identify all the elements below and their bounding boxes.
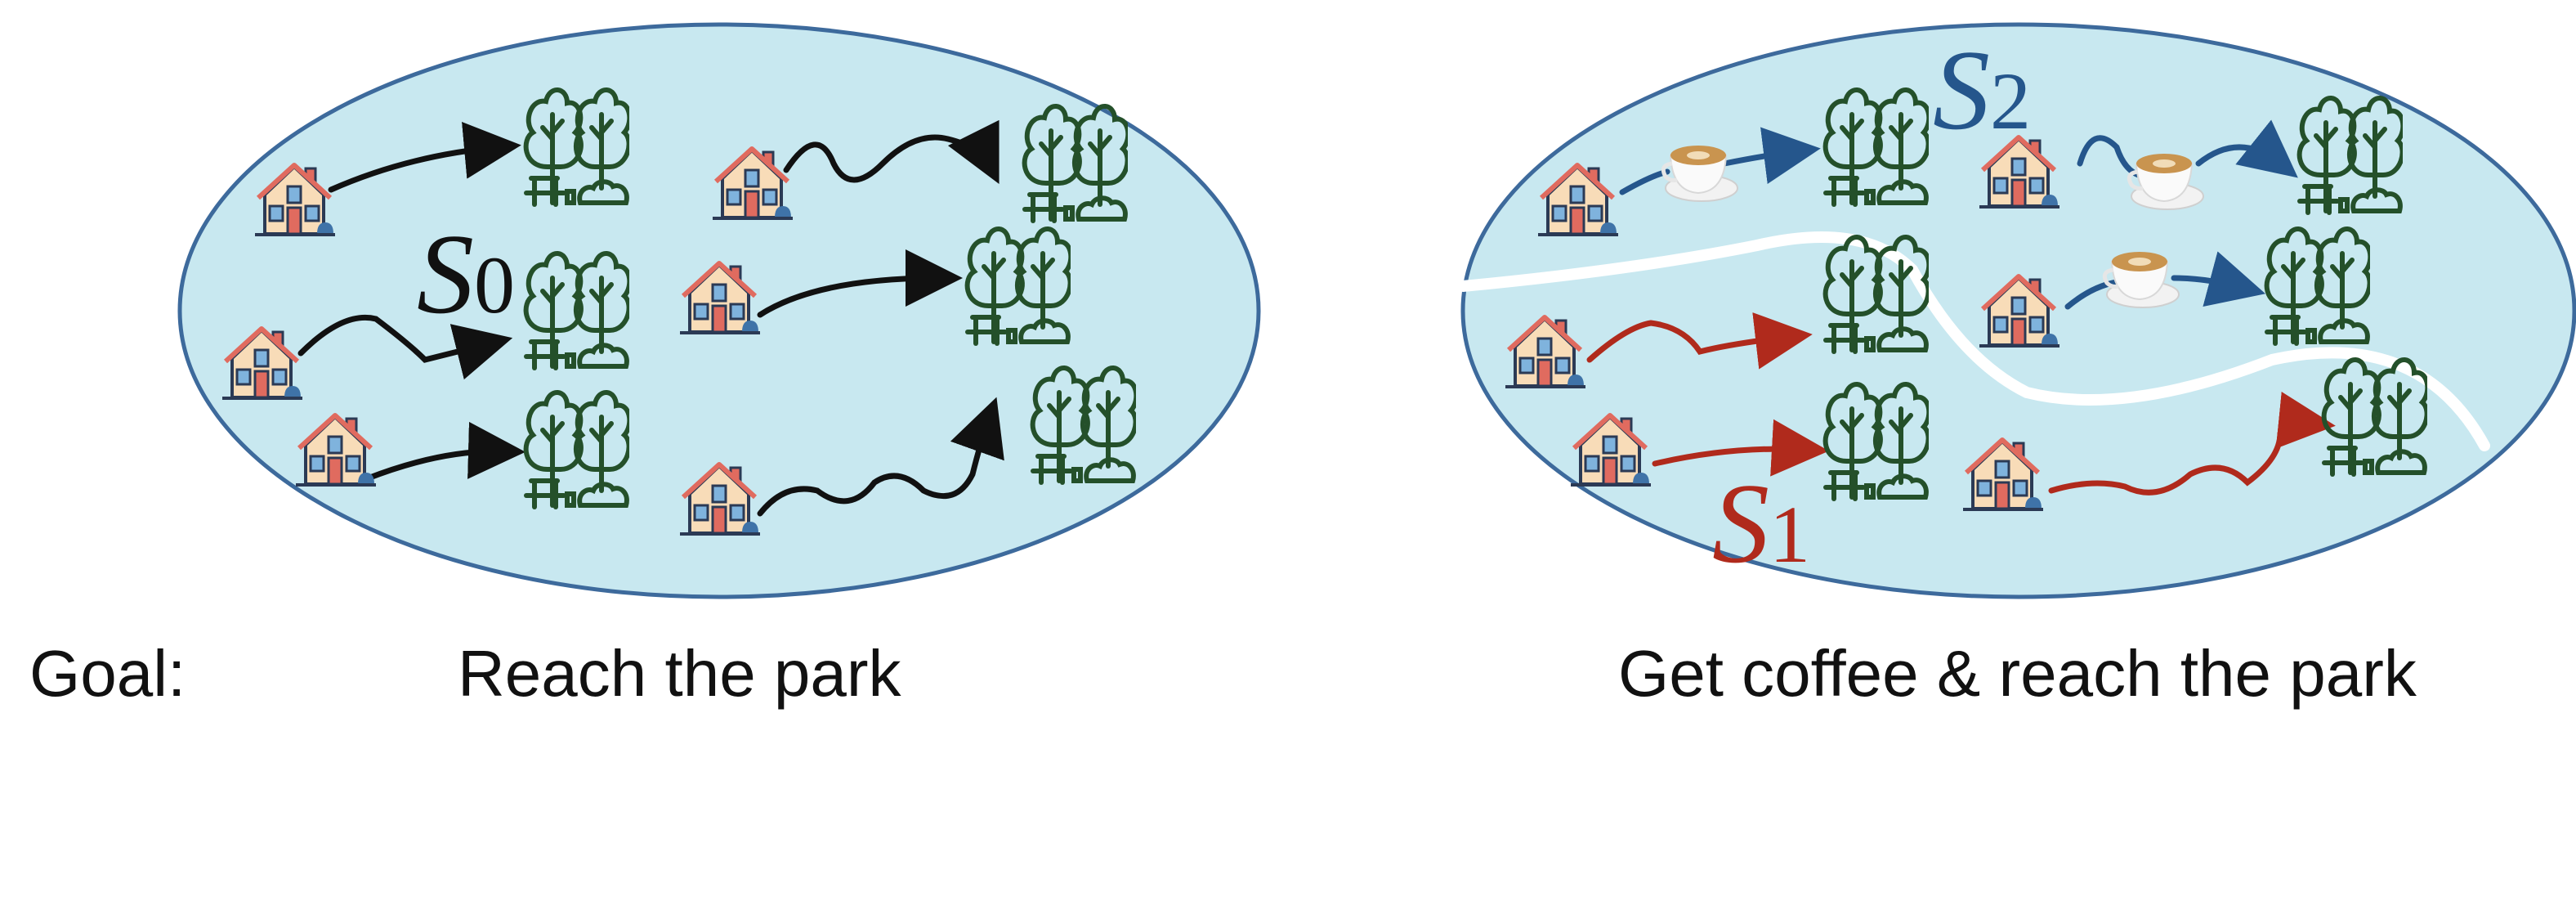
path-arrow <box>328 121 521 193</box>
set-label-s1: S1 <box>1712 458 1810 590</box>
path-arrow <box>783 119 1000 185</box>
path-arrow <box>757 249 963 318</box>
goal-prefix: Goal: <box>29 637 186 710</box>
paths-red <box>1586 312 2336 496</box>
path-arrow <box>2195 119 2298 178</box>
set-letter: S <box>417 211 474 338</box>
paths-black <box>297 119 1004 517</box>
set-subscript: 0 <box>474 240 515 330</box>
goal-right: Get coffee & reach the park <box>1618 637 2417 710</box>
goal-left: Reach the park <box>458 637 901 710</box>
set-label-s2: S2 <box>1933 25 2031 156</box>
path-arrow <box>2048 392 2336 496</box>
partition-boundary <box>1457 231 2490 451</box>
set-letter: S <box>1933 27 1990 154</box>
set-subscript: 2 <box>1990 56 2031 146</box>
path-arrow <box>757 397 1004 517</box>
path-arrow <box>2077 135 2144 179</box>
path-arrow <box>1721 127 1821 184</box>
path-arrow <box>2171 251 2266 307</box>
set-label-s0: S0 <box>417 209 515 340</box>
path-arrow <box>2064 279 2120 310</box>
path-arrow <box>364 421 525 482</box>
path-arrow <box>297 314 513 380</box>
set-letter: S <box>1712 460 1769 587</box>
path-arrow <box>1652 419 1829 477</box>
path-arrow <box>1586 312 1813 370</box>
set-subscript: 1 <box>1769 489 1810 580</box>
